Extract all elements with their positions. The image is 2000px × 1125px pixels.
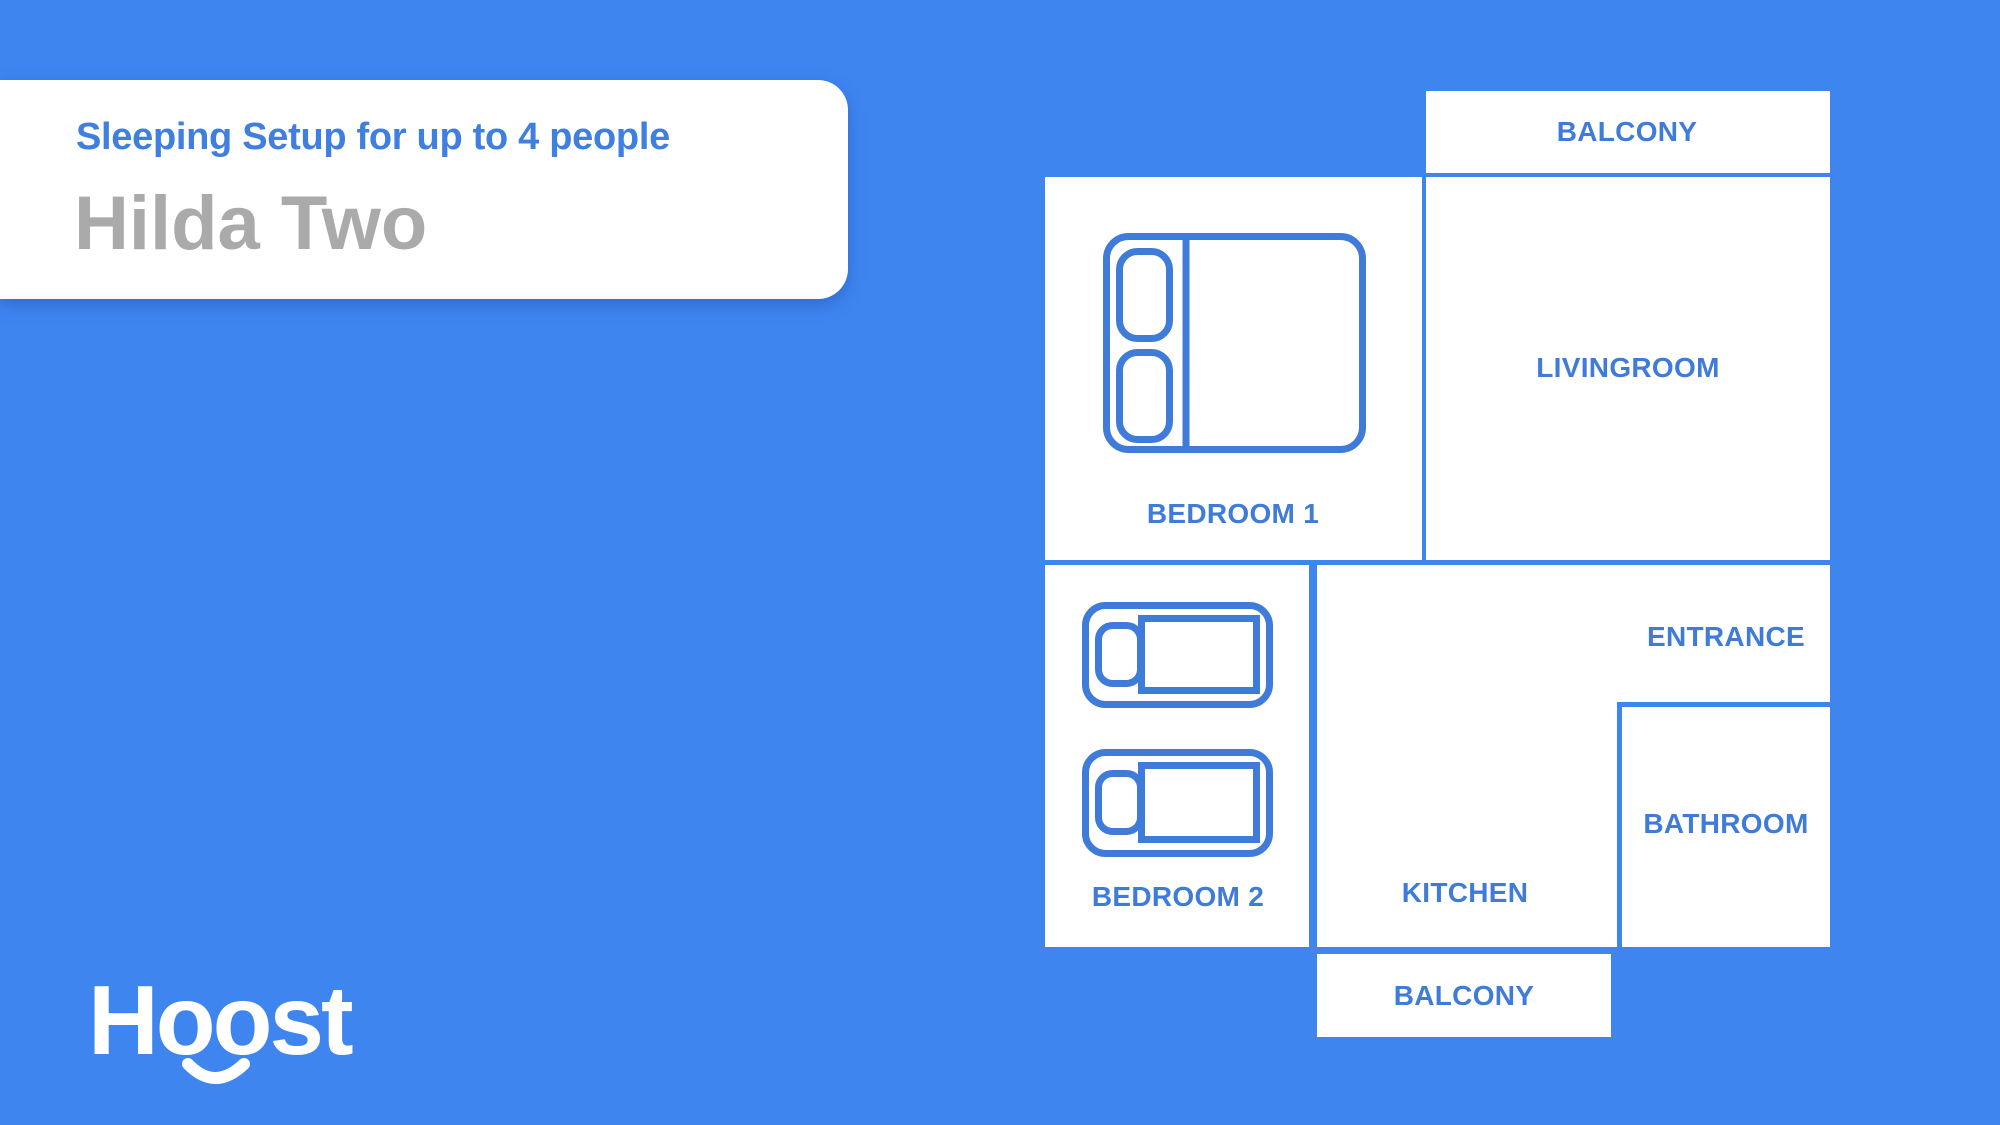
room-balcony-bottom <box>1317 954 1611 1037</box>
label-bedroom-1: BEDROOM 1 <box>1146 498 1320 529</box>
label-livingroom: LIVINGROOM <box>1536 352 1720 383</box>
room-bathroom <box>1622 707 1829 947</box>
label-kitchen: KITCHEN <box>1401 877 1529 908</box>
label-balcony-bottom: BALCONY <box>1393 980 1535 1011</box>
hoost-logo: Hoost <box>88 960 354 1090</box>
room-livingroom <box>1426 177 1830 560</box>
header-card <box>0 80 848 299</box>
smile-icon <box>182 1058 250 1084</box>
logo-text: Hoost <box>88 965 354 1075</box>
label-bathroom: BATHROOM <box>1643 808 1809 839</box>
label-balcony-top: BALCONY <box>1556 116 1698 147</box>
sleeping-setup-subtitle: Sleeping Setup for up to 4 people <box>76 116 670 158</box>
room-balcony-top <box>1426 91 1830 173</box>
label-bedroom-2: BEDROOM 2 <box>1091 881 1265 912</box>
label-entrance: ENTRANCE <box>1647 621 1805 652</box>
property-title: Hilda Two <box>74 181 428 266</box>
